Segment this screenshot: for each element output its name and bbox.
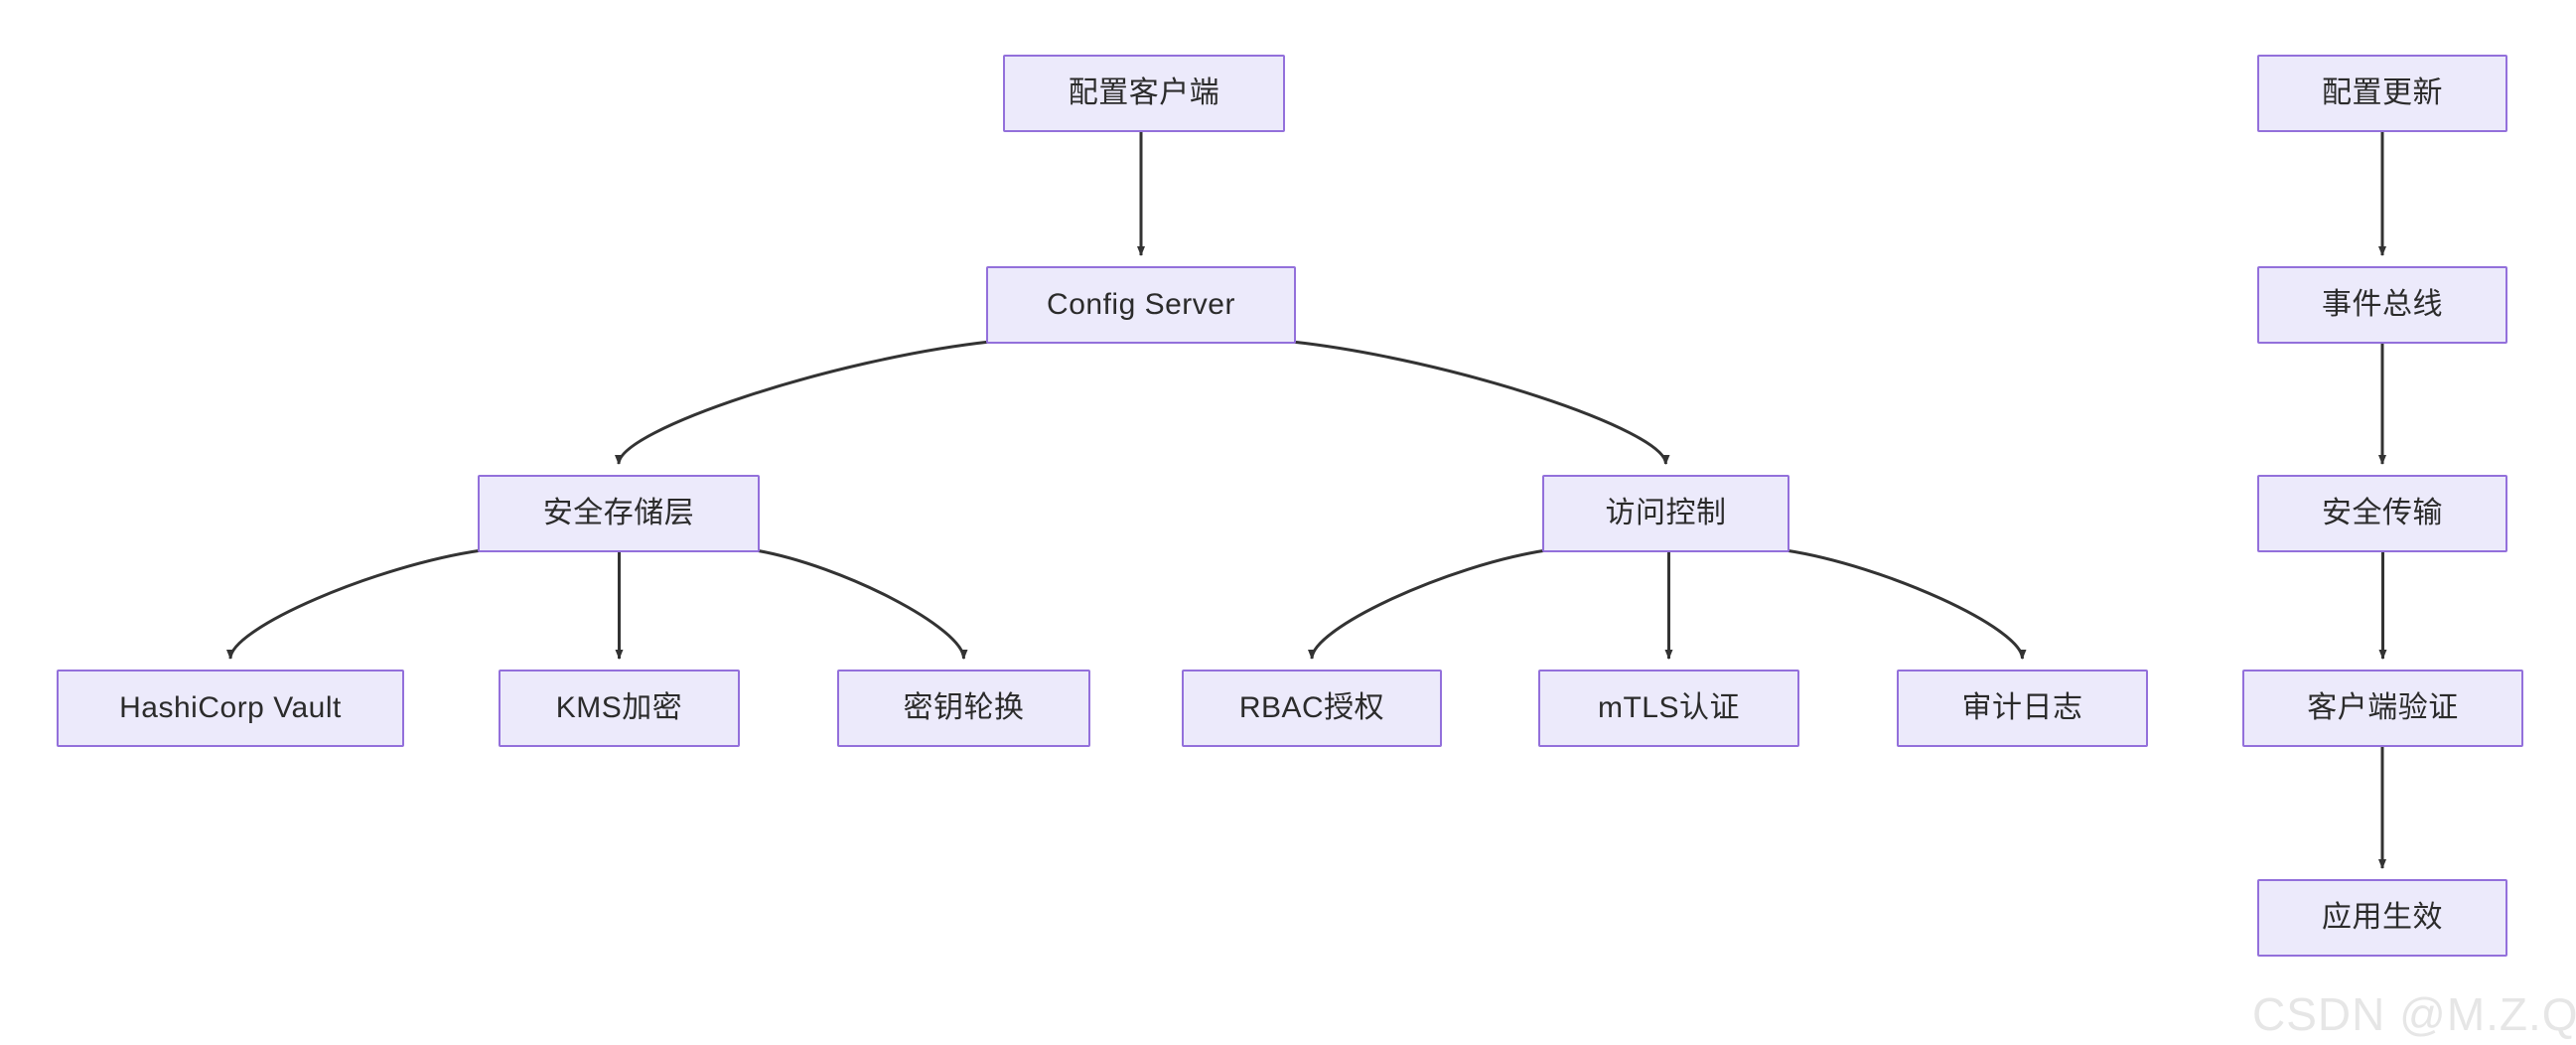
node-secure_transmit[interactable]: 安全传输	[2257, 475, 2507, 552]
node-config_server[interactable]: Config Server	[986, 266, 1296, 344]
node-label-secure_transmit: 安全传输	[2322, 497, 2443, 529]
node-label-secure_storage: 安全存储层	[542, 497, 695, 529]
node-label-config_server: Config Server	[1047, 288, 1235, 321]
node-label-apply_effect: 应用生效	[2322, 901, 2443, 934]
node-label-config_client: 配置客户端	[1068, 76, 1220, 109]
edge-secure_storage-to-key_rotation	[755, 548, 968, 660]
node-secure_storage[interactable]: 安全存储层	[478, 475, 760, 552]
edge-access_control-to-rbac_authz	[1308, 548, 1547, 660]
node-audit_log[interactable]: 审计日志	[1897, 670, 2148, 747]
edge-access_control-to-audit_log	[1785, 548, 2027, 660]
node-kms_encrypt[interactable]: KMS加密	[499, 670, 740, 747]
edge-config_server-to-secure_storage	[615, 340, 991, 465]
node-config_update[interactable]: 配置更新	[2257, 55, 2507, 132]
edge-secure_storage-to-hashicorp_vault	[226, 548, 483, 660]
node-hashicorp_vault[interactable]: HashiCorp Vault	[57, 670, 404, 747]
node-label-hashicorp_vault: HashiCorp Vault	[119, 691, 342, 724]
node-client_verify[interactable]: 客户端验证	[2242, 670, 2523, 747]
edge-config_server-to-access_control	[1291, 340, 1670, 465]
node-label-key_rotation: 密钥轮换	[903, 691, 1025, 724]
node-key_rotation[interactable]: 密钥轮换	[837, 670, 1090, 747]
node-label-audit_log: 审计日志	[1961, 691, 2083, 724]
node-event_bus[interactable]: 事件总线	[2257, 266, 2507, 344]
node-label-mtls_auth: mTLS认证	[1597, 691, 1740, 724]
node-label-access_control: 访问控制	[1605, 497, 1727, 529]
node-label-rbac_authz: RBAC授权	[1238, 691, 1385, 724]
node-access_control[interactable]: 访问控制	[1542, 475, 1789, 552]
node-label-config_update: 配置更新	[2322, 76, 2443, 109]
node-apply_effect[interactable]: 应用生效	[2257, 879, 2507, 957]
node-rbac_authz[interactable]: RBAC授权	[1182, 670, 1442, 747]
node-config_client[interactable]: 配置客户端	[1003, 55, 1285, 132]
node-mtls_auth[interactable]: mTLS认证	[1538, 670, 1799, 747]
node-label-kms_encrypt: KMS加密	[555, 691, 683, 724]
node-label-client_verify: 客户端验证	[2307, 691, 2459, 724]
csdn-watermark: CSDN @M.Z.Q	[2252, 988, 2576, 1040]
node-label-event_bus: 事件总线	[2322, 288, 2443, 321]
